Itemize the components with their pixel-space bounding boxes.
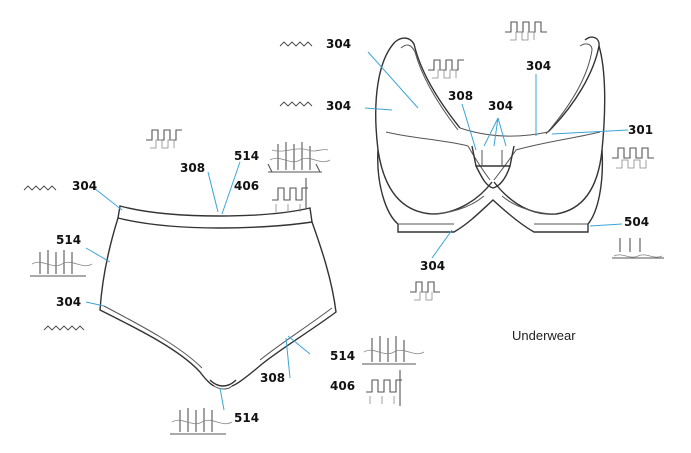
stitch-labels: 304 304 308 304 304 301 504 304 308 514 … bbox=[56, 37, 653, 425]
label-brief-406-right: 406 bbox=[330, 379, 355, 393]
lockstitch-sample bbox=[510, 31, 535, 41]
figure-caption: Underwear bbox=[512, 328, 576, 343]
brief-illustration bbox=[99, 205, 337, 390]
zigzag-stitch-sample bbox=[279, 41, 313, 47]
bra-illustration bbox=[375, 36, 606, 233]
leader-lines bbox=[85, 51, 629, 411]
zigzag-stitch-sample bbox=[43, 325, 85, 331]
label-bra-301: 301 bbox=[628, 123, 653, 137]
chainstitch-sample bbox=[366, 370, 402, 406]
label-bra-304-top: 304 bbox=[326, 37, 351, 51]
label-brief-304-left: 304 bbox=[56, 295, 81, 309]
lockstitch-sample bbox=[612, 147, 654, 159]
label-brief-308-bottom: 308 bbox=[260, 371, 285, 385]
lockstitch-sample bbox=[432, 69, 457, 79]
overedge-stitch-sample bbox=[30, 250, 93, 277]
label-brief-514-top: 514 bbox=[234, 149, 259, 163]
label-brief-514-left: 514 bbox=[56, 233, 81, 247]
label-brief-406-top: 406 bbox=[234, 179, 259, 193]
lockstitch-sample bbox=[505, 21, 547, 33]
zigzag-stitch-sample bbox=[279, 101, 313, 107]
zigzag-stitch-sample bbox=[23, 185, 57, 191]
label-bra-304-mid: 304 bbox=[326, 99, 351, 113]
overedge-stitch-sample bbox=[170, 408, 233, 435]
overedge-stitch-sample bbox=[267, 142, 331, 173]
lockstitch-sample bbox=[410, 281, 440, 293]
lockstitch-sample bbox=[428, 59, 464, 71]
label-bra-308: 308 bbox=[448, 89, 473, 103]
lockstitch-sample bbox=[150, 139, 175, 149]
lockstitch-sample bbox=[414, 291, 433, 301]
label-brief-304-waist: 304 bbox=[72, 179, 97, 193]
overedge-stitch-sample bbox=[362, 336, 425, 365]
lockstitch-sample bbox=[616, 159, 647, 169]
coverstitch-sample bbox=[612, 238, 664, 259]
label-bra-504: 504 bbox=[624, 215, 649, 229]
chainstitch-sample bbox=[272, 178, 308, 212]
stitch-sketches bbox=[23, 21, 664, 435]
lockstitch-sample bbox=[146, 129, 182, 141]
label-bra-304-center: 304 bbox=[488, 99, 513, 113]
label-bra-304-bottom: 304 bbox=[420, 259, 445, 273]
label-brief-514-right: 514 bbox=[330, 349, 355, 363]
label-brief-514-bottom: 514 bbox=[234, 411, 259, 425]
label-brief-308: 308 bbox=[180, 161, 205, 175]
label-bra-304-right: 304 bbox=[526, 59, 551, 73]
